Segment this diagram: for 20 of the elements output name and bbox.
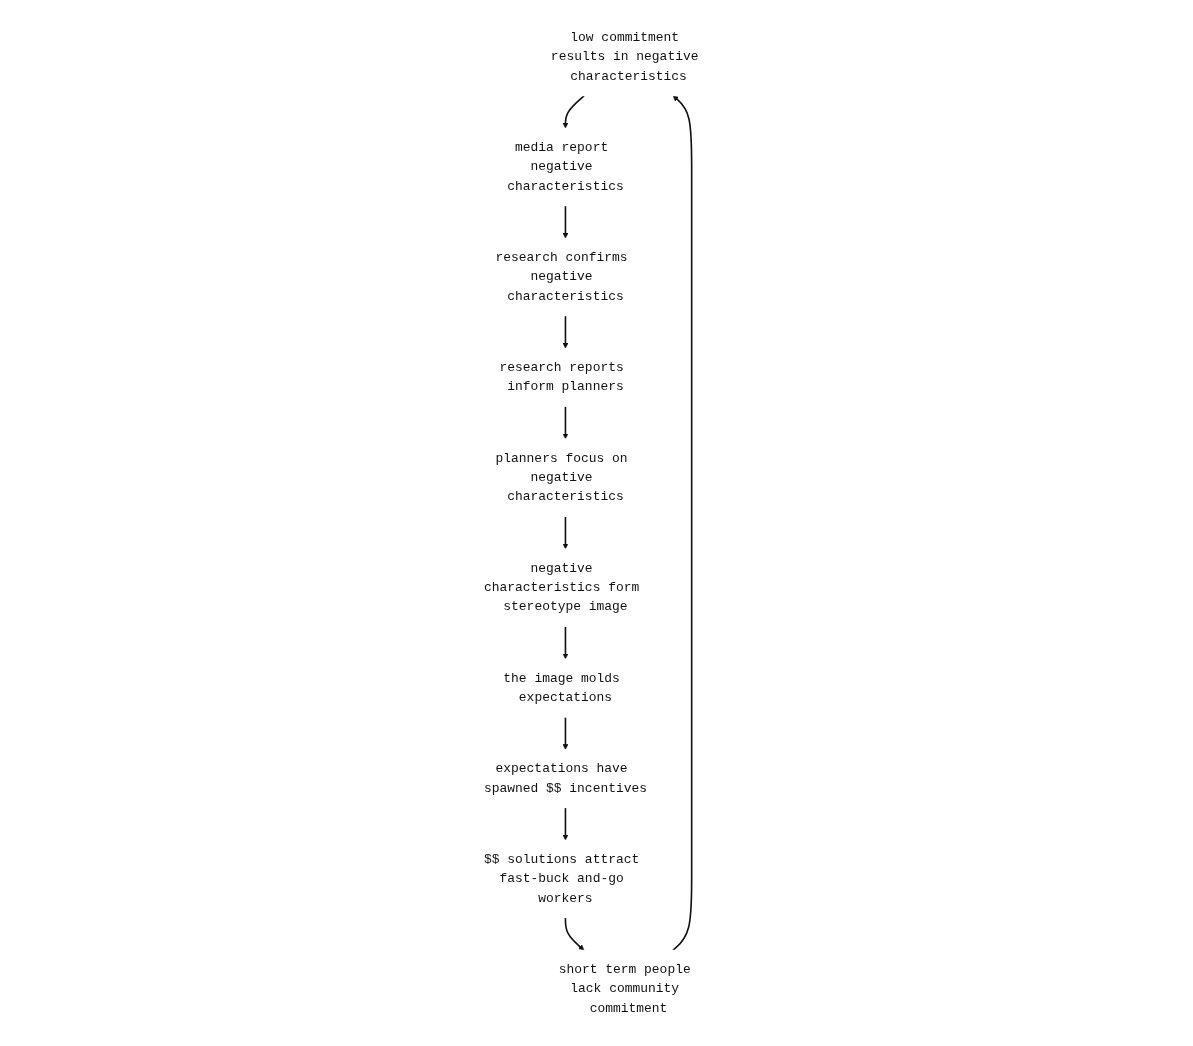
arrow (562, 95, 585, 129)
arrow (562, 806, 568, 841)
node-text: media report negative characteristics (506, 139, 624, 194)
node-text: expectations have spawned $$ incentives (483, 761, 647, 796)
node-text: the image molds expectations (502, 670, 620, 705)
node-text: short term people lack community commitment (558, 961, 691, 1016)
arrow (562, 515, 568, 550)
arrow (671, 95, 692, 951)
arrow (564, 917, 584, 951)
arrow (562, 405, 568, 440)
arrow (562, 625, 568, 660)
node-text: low commitment results in negative characteristics (550, 29, 698, 84)
arrow (562, 315, 568, 349)
node-text: research confirms negative characteristics (495, 249, 628, 304)
node-text: negative characteristics form stereotype image (483, 560, 639, 615)
arrow (562, 205, 568, 239)
node-text: planners focus on negative characteristics (495, 450, 628, 505)
node-text: $$ solutions attract fast-buck and-go workers (483, 851, 639, 906)
node-text: research reports inform planners (498, 359, 624, 395)
arrow (562, 716, 568, 750)
